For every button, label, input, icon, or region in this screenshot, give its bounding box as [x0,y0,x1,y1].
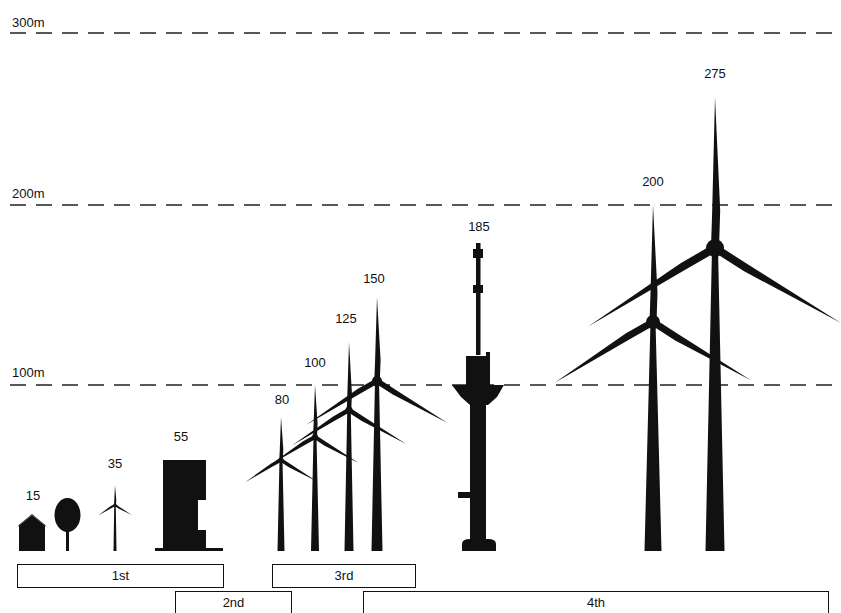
axis-label: 100m [12,365,45,380]
era-label: 1st [18,565,223,586]
era-box: 1st [17,564,224,588]
era-label: 3rd [273,565,415,586]
era-box: 2nd [175,591,292,613]
wind-turbine [292,342,406,551]
era-label: 2nd [176,592,291,613]
tree-crown [55,498,81,532]
height-value: 185 [468,219,490,234]
wind-turbine [245,417,317,551]
building-base [155,548,223,551]
house-roof [18,515,46,526]
height-value: 125 [335,311,357,326]
height-value: 35 [108,456,122,471]
height-value: 275 [704,66,726,81]
wind-turbine [306,297,447,551]
height-line [10,204,836,205]
height-value: 100 [304,355,326,370]
height-value: 200 [642,174,664,189]
era-box: 3rd [272,564,416,588]
building-icon [163,460,206,551]
axis-label: 200m [12,186,45,201]
height-value: 15 [26,488,40,503]
wind-turbine [98,485,132,551]
wind-turbine [271,385,358,551]
axis-label: 300m [12,15,45,30]
height-value: 150 [363,271,385,286]
height-value: 80 [275,392,289,407]
wind-turbine [588,97,841,551]
era-box: 4th [363,591,829,613]
tv-tower [452,243,504,551]
height-value: 55 [174,429,188,444]
era-label: 4th [364,592,828,613]
height-line [10,32,836,33]
house-icon [19,514,45,551]
